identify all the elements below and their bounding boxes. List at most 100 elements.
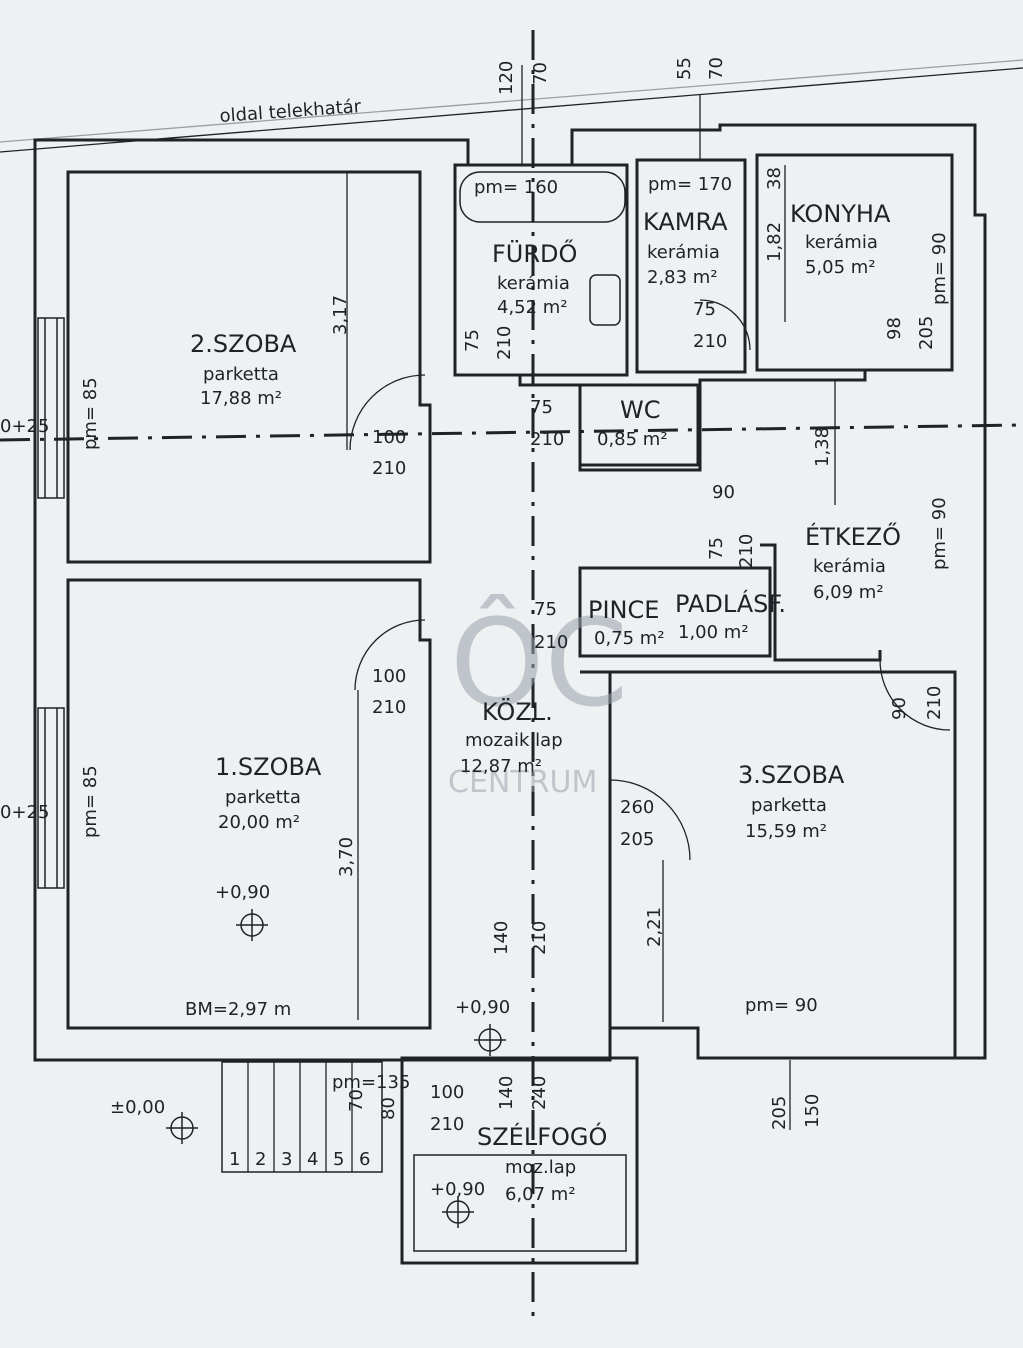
room-area: 0,85 m² (597, 429, 668, 450)
dim-221: 2,21 (644, 907, 665, 947)
stair-step-number: 6 (359, 1149, 370, 1170)
dim-75-dining: 75 (706, 537, 727, 560)
dim-140-a: 140 (491, 921, 512, 955)
room-name: KÖZL. (482, 697, 553, 726)
room-floor: kerámia (805, 232, 878, 253)
entrance-stairs (221, 1061, 383, 1173)
door-swings (349, 299, 951, 861)
dim-pm90-room3: pm= 90 (745, 995, 818, 1016)
dim-182: 1,82 (764, 222, 785, 262)
stair-step-number: 5 (333, 1149, 344, 1170)
dimension-lines (346, 65, 836, 1130)
room-pantry: KAMRA kerámia 2,83 m² (643, 208, 728, 288)
room-area: 6,07 m² (505, 1184, 576, 1205)
dim-100-c: 100 (430, 1082, 464, 1103)
dim-210-bath: 210 (494, 326, 515, 360)
watermark-logo: ÔC (450, 594, 628, 734)
dim-pm85-a: pm= 85 (80, 377, 101, 450)
dim-top-70a: 70 (530, 62, 551, 85)
dim-210-dining: 210 (736, 534, 757, 568)
room-name: 3.SZOBA (738, 761, 845, 789)
dim-205-bottom: 205 (769, 1096, 790, 1130)
room-area: 0,75 m² (594, 628, 665, 649)
stair-step-number: 1 (229, 1149, 240, 1170)
dim-210-a: 210 (372, 458, 406, 479)
stair-step-number: 2 (255, 1149, 266, 1170)
dim-75-cellar: 75 (534, 599, 557, 620)
room-hallway: KÖZL. mozaik lap 12,87 m² (460, 697, 563, 777)
room-attic-stairs: PADLÁSF. 1,00 m² (675, 589, 786, 643)
dim-pm90-kitchen: pm= 90 (929, 232, 950, 305)
dim-90-room3: 90 (889, 697, 910, 720)
dim-75-wc: 75 (530, 397, 553, 418)
axis-lines (0, 30, 1023, 1320)
level-090-b: +0,90 (455, 997, 510, 1018)
stair-step-number: 3 (281, 1149, 292, 1170)
level-090-a: +0,90 (215, 882, 270, 903)
room-floor: kerámia (813, 556, 886, 577)
dim-pm135: pm=135 (332, 1072, 410, 1093)
dim-75-pantry: 75 (693, 299, 716, 320)
dim-138: 1,38 (812, 427, 833, 467)
room-dining: ÉTKEZŐ kerámia 6,09 m² (805, 521, 901, 603)
dim-210-room3: 210 (924, 686, 945, 720)
room-area: 1,00 m² (678, 622, 749, 643)
room-cellar: PINCE 0,75 m² (588, 596, 665, 649)
dim-240: 240 (529, 1076, 550, 1110)
room-area: 4,52 m² (497, 297, 568, 318)
stair-step-number: 4 (307, 1149, 318, 1170)
dim-98: 98 (884, 317, 905, 340)
room-area: 17,88 m² (200, 388, 282, 409)
dim-top-55: 55 (674, 57, 695, 80)
level-markers (166, 909, 506, 1228)
dim-pm170: pm= 170 (648, 174, 732, 195)
room-name: PADLÁSF. (675, 589, 786, 618)
room-name: WC (620, 396, 661, 424)
dim-205-room3: 205 (620, 829, 654, 850)
service-walls (400, 153, 957, 1265)
watermark-text: CENTRUM (448, 765, 597, 800)
room-floor: parketta (751, 795, 827, 816)
room-area: 2,83 m² (647, 267, 718, 288)
dim-80: 80 (378, 1097, 399, 1120)
room-floor: mozaik lap (465, 730, 563, 751)
level-000: ±0,00 (110, 1097, 165, 1118)
room-floor: parketta (203, 364, 279, 385)
dim-70: 70 (346, 1089, 367, 1112)
dim-75-bath: 75 (462, 329, 483, 352)
room-area: 15,59 m² (745, 821, 827, 842)
room-area: 12,87 m² (460, 756, 542, 777)
dimension-labels: 120 70 55 70 pm= 160 pm= 170 38 1,82 pm=… (0, 57, 950, 1200)
room-area: 20,00 m² (218, 812, 300, 833)
room-wc: WC 0,85 m² (597, 396, 668, 450)
dim-210-c: 210 (529, 921, 550, 955)
boundary-label: oldal telekhatár (219, 96, 362, 127)
room-area: 6,09 m² (813, 582, 884, 603)
dim-100-a: 100 (372, 427, 406, 448)
room-name: PINCE (588, 596, 659, 624)
room-floor: kerámia (647, 242, 720, 263)
dim-100-b: 100 (372, 666, 406, 687)
room-kitchen: KONYHA kerámia 5,05 m² (790, 200, 891, 278)
room-bathroom: FÜRDŐ kerámia 4,52 m² (492, 238, 577, 318)
dim-210-wc: 210 (530, 429, 564, 450)
dim-210-b: 210 (372, 697, 406, 718)
dim-top-120: 120 (496, 61, 517, 95)
room-2: 2.SZOBA parketta 17,88 m² (190, 330, 297, 409)
dim-317: 3,17 (330, 295, 351, 335)
dim-top-70b: 70 (706, 57, 727, 80)
dim-pm85-b: pm= 85 (80, 765, 101, 838)
ceiling-height: BM=2,97 m (185, 999, 291, 1020)
room-name: SZÉLFOGÓ (477, 1121, 607, 1151)
dim-25-b: 0+25 (0, 802, 49, 823)
room-name: KONYHA (790, 200, 891, 228)
room-name: 2.SZOBA (190, 330, 297, 358)
room-name: 1.SZOBA (215, 753, 322, 781)
room-floor: parketta (225, 787, 301, 808)
dim-205-kitchen: 205 (916, 316, 937, 350)
room-name: ÉTKEZŐ (805, 521, 901, 551)
room-floor: moz.lap (505, 1157, 576, 1178)
room-name: FÜRDŐ (492, 238, 577, 268)
dim-260: 260 (620, 797, 654, 818)
